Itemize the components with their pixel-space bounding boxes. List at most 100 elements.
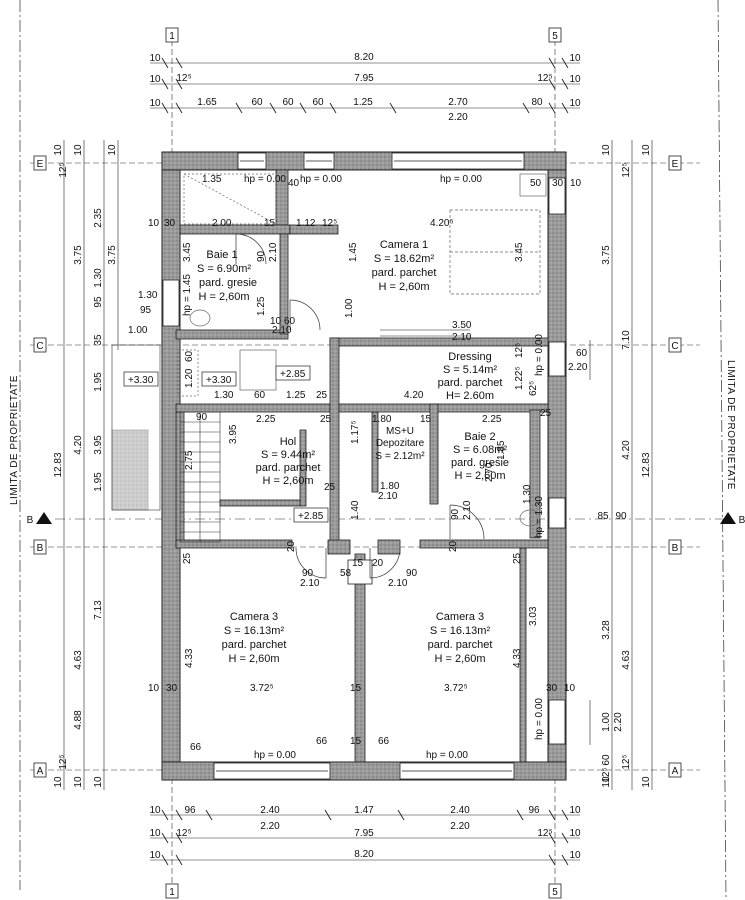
room-dressing: Dressing S = 5.14m² pard. parchet H= 2.6… <box>438 351 503 402</box>
dim-label: 90 <box>256 250 267 262</box>
dim-label: hp = 0.00 <box>254 750 296 761</box>
axis-left-b: B <box>37 543 44 554</box>
room-area: S = 9.44m² <box>261 449 315 461</box>
dim-label: 8.20 <box>354 849 374 860</box>
dim-label: 40 <box>288 178 300 189</box>
dim-label: 4.33 <box>184 648 195 668</box>
room-height: H = 2,60m <box>434 653 485 665</box>
dim-label: 2.75 <box>184 450 195 470</box>
dim-label: 60 <box>601 754 612 766</box>
room-name: Camera 3 <box>436 611 484 623</box>
axis-bottom-5: 5 <box>552 887 558 898</box>
dim-label: 2.20 <box>260 821 280 832</box>
dim-label: 3.95 <box>93 435 104 455</box>
room-name: Camera 1 <box>380 239 428 251</box>
dim-text-right: 10 12.83 10 10 3.75 7.10 4.20 4.63 10 12… <box>597 144 652 788</box>
room-area: S = 6.08m² <box>453 444 507 456</box>
dim-label: 3.45 <box>182 242 193 262</box>
level-label: +3.30 <box>206 375 232 386</box>
dim-label: hp = 1.45 <box>182 274 193 316</box>
axis-bottom-1: 1 <box>169 887 175 898</box>
dim-label: 3.75 <box>601 245 612 265</box>
dim-label: 3.45 <box>514 242 525 262</box>
dim-label: 1.30 <box>214 390 234 401</box>
dim-label: 60 <box>284 316 296 327</box>
room-area: S = 16.13m² <box>224 625 285 637</box>
dim-label: 10 <box>149 828 161 839</box>
level-label: +3.30 <box>128 375 154 386</box>
dim-label: 12⁵ <box>621 754 632 769</box>
room-height: H = 2,60m <box>454 470 505 482</box>
room-name: Baie 1 <box>206 249 237 261</box>
dim-label: 10 <box>641 776 652 788</box>
fixtures <box>177 173 547 527</box>
dim-label: 20 <box>286 540 297 552</box>
dim-label: 10 <box>148 683 160 694</box>
room-ms-u: MS+U Depozitare S = 2.12m² <box>375 426 425 462</box>
dim-label: 10 <box>149 74 161 85</box>
dim-label: 1.35 <box>202 174 222 185</box>
dim-label: 3.72⁵ <box>444 683 468 694</box>
room-floor: pard. gresie <box>451 457 509 469</box>
section-label-left: B <box>27 515 34 526</box>
axis-left-c: C <box>36 341 43 352</box>
dim-label: 90 <box>196 412 208 423</box>
dim-label: 15 <box>352 558 364 569</box>
dim-label: 1.00 <box>601 712 612 732</box>
room-floor: pard. parchet <box>438 377 503 389</box>
dim-label: 60 <box>251 97 263 108</box>
property-limit-label-left: LIMITA DE PROPRIETATE <box>9 375 20 505</box>
dim-label: 1.25 <box>256 296 267 316</box>
dim-label: 2.10 <box>388 578 408 589</box>
dim-label: 1.95 <box>93 472 104 492</box>
dim-label: 1.80 <box>380 481 400 492</box>
dim-label: 10 <box>73 776 84 788</box>
axis-right-a: A <box>672 766 679 777</box>
room-camera-1: Camera 1 S = 18.62m² pard. parchet H = 2… <box>372 239 437 293</box>
room-name: MS+U <box>386 426 414 437</box>
dim-label: 1.17⁵ <box>350 420 361 444</box>
dim-label: 10 <box>569 98 581 109</box>
dim-label: 25 <box>320 414 332 425</box>
dim-label: 7.95 <box>354 828 374 839</box>
axis-left-e: E <box>37 159 44 170</box>
room-labels: Baie 1 S = 6.90m² pard. gresie H = 2,60m… <box>197 239 509 665</box>
dim-label: 10 <box>569 828 581 839</box>
room-area: S = 18.62m² <box>374 253 435 265</box>
section-marks <box>36 512 736 524</box>
room-name: Baie 2 <box>464 431 495 443</box>
room-baie-1: Baie 1 S = 6.90m² pard. gresie H = 2,60m <box>197 249 257 303</box>
dim-label: 60 <box>282 97 294 108</box>
dim-label: 15 <box>264 218 276 229</box>
dim-label: 3.75 <box>107 245 118 265</box>
dim-label: 10 <box>569 850 581 861</box>
dim-label: 10 <box>53 776 64 788</box>
dim-text-top: 10 8.20 10 10 12⁵ 7.95 12⁵ 10 10 1.65 60… <box>149 52 581 123</box>
dim-label: 80 <box>531 97 543 108</box>
dim-label: 90 <box>450 508 461 520</box>
dim-label: 2.40 <box>450 805 470 816</box>
dim-label: 2.10 <box>300 578 320 589</box>
room-name-2: Depozitare <box>376 438 425 449</box>
dim-label: hp = 0.00 <box>534 334 545 376</box>
dim-label: hp = 0.00 <box>440 174 482 185</box>
dim-label: 1.40 <box>350 500 361 520</box>
dim-label: hp = 0.00 <box>244 174 286 185</box>
dim-label: 10 <box>53 144 64 156</box>
level-label: +2.85 <box>298 511 324 522</box>
room-height: H = 2,60m <box>198 291 249 303</box>
dim-label: 95 <box>140 305 152 316</box>
axis-right-b: B <box>672 543 679 554</box>
dim-label: 1.85 <box>496 440 507 460</box>
dim-label: 25 <box>324 482 336 493</box>
dim-label: 95 <box>93 296 104 308</box>
dim-label: 3.03 <box>528 606 539 626</box>
dim-label: 7.95 <box>354 73 374 84</box>
section-label-right: B <box>739 515 745 526</box>
dim-label: 2.10 <box>462 500 473 520</box>
dim-label: 12⁵ <box>322 218 337 229</box>
dim-label: hp = 0.00 <box>534 698 545 740</box>
room-floor: pard. parchet <box>428 639 493 651</box>
room-floor: pard. parchet <box>256 462 321 474</box>
room-floor: pard. parchet <box>372 267 437 279</box>
